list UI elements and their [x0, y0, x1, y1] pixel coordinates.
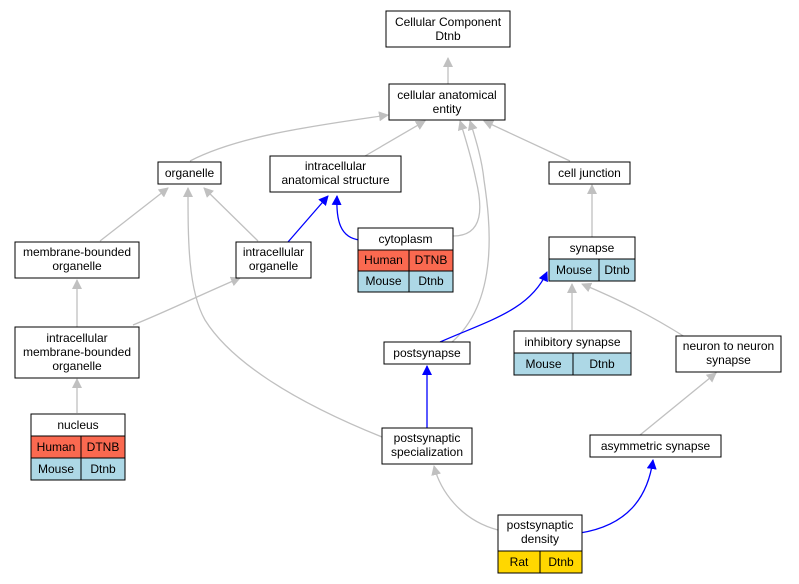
- node-label: postsynaptic: [394, 431, 461, 445]
- species-mouse: Mouse: [38, 462, 74, 476]
- edge-junction-to-entity: [483, 120, 571, 162]
- node-postsynapse[interactable]: postsynapse: [383, 341, 471, 365]
- node-inhibitory-synapse[interactable]: inhibitory synapse Mouse Dtnb: [513, 330, 632, 376]
- node-label: anatomical structure: [281, 173, 389, 187]
- gene-symbol: Dtnb: [418, 274, 444, 288]
- node-label: cellular anatomical: [397, 88, 496, 102]
- edge-cytoplasm-to-entity: [452, 120, 481, 237]
- node-label: intracellular: [46, 331, 107, 345]
- node-label: inhibitory synapse: [524, 335, 620, 349]
- edge-io-to-organelle: [203, 187, 259, 242]
- edge-ias-to-entity: [364, 120, 426, 157]
- edge-imbo-to-io: [132, 276, 241, 326]
- species-mouse: Mouse: [556, 263, 592, 277]
- node-asymmetric-synapse[interactable]: asymmetric synapse: [589, 434, 722, 458]
- edges: [72, 57, 717, 534]
- node-label: postsynaptic: [507, 518, 574, 532]
- edge-pspec-to-organelle: [183, 187, 383, 438]
- node-synapse[interactable]: synapse Mouse Dtnb: [548, 236, 636, 282]
- node-label: neuron to neuron: [683, 339, 774, 353]
- edge-psd-to-pspec: [431, 465, 499, 531]
- edge-postsynapse-to-entity: [451, 120, 490, 343]
- node-cellular-anatomical-entity[interactable]: cellular anatomical entity: [388, 83, 506, 121]
- node-organelle[interactable]: organelle: [157, 161, 222, 185]
- node-intracellular-organelle[interactable]: intracellular organelle: [235, 241, 312, 279]
- node-label: organelle: [165, 166, 215, 180]
- gene-symbol: DTNB: [415, 253, 448, 267]
- node-label: membrane-bounded: [23, 245, 131, 259]
- gene-symbol: Dtnb: [90, 462, 116, 476]
- edge-psd-to-asym[interactable]: [579, 459, 657, 534]
- edge-organelle-to-entity: [189, 111, 389, 162]
- species-mouse: Mouse: [365, 274, 401, 288]
- node-postsynaptic-density[interactable]: postsynaptic density Rat Dtnb: [497, 514, 583, 574]
- gene-symbol: Dtnb: [548, 555, 574, 569]
- node-label: density: [521, 532, 559, 546]
- edge-io-to-ias[interactable]: [287, 195, 329, 243]
- edge-mbo-to-organelle: [99, 187, 169, 242]
- node-label: intracellular: [305, 159, 366, 173]
- node-label: specialization: [391, 445, 463, 459]
- node-membrane-bounded-organelle[interactable]: membrane-bounded organelle: [14, 241, 140, 279]
- node-label: synapse: [570, 241, 615, 255]
- node-label: Cellular Component: [395, 15, 502, 29]
- node-cellular-component[interactable]: Cellular Component Dtnb: [385, 10, 511, 48]
- node-label: asymmetric synapse: [601, 439, 711, 453]
- node-label: postsynapse: [393, 346, 461, 360]
- node-nucleus[interactable]: nucleus Human DTNB Mouse Dtnb: [30, 413, 126, 481]
- node-label: nucleus: [57, 418, 98, 432]
- node-cell-junction[interactable]: cell junction: [548, 161, 631, 185]
- edge-postsynapse-to-synapse[interactable]: [439, 271, 548, 343]
- node-label: organelle: [52, 259, 102, 273]
- node-label: Dtnb: [435, 29, 461, 43]
- edge-cytoplasm-to-ias[interactable]: [331, 195, 361, 241]
- node-label: cell junction: [558, 166, 621, 180]
- node-label: entity: [433, 102, 462, 116]
- node-cytoplasm[interactable]: cytoplasm Human DTNB Mouse Dtnb: [357, 227, 454, 293]
- gene-symbol: Dtnb: [604, 263, 630, 277]
- gene-symbol: Dtnb: [589, 357, 615, 371]
- species-rat: Rat: [510, 555, 529, 569]
- edge-n2n-to-synapse: [581, 282, 686, 338]
- edge-asym-to-n2n: [639, 372, 717, 436]
- node-label: cytoplasm: [378, 232, 432, 246]
- node-neuron-to-neuron-synapse[interactable]: neuron to neuron synapse: [675, 335, 782, 373]
- node-label: synapse: [706, 353, 751, 367]
- node-intracellular-anatomical-structure[interactable]: intracellular anatomical structure: [269, 155, 402, 193]
- species-mouse: Mouse: [525, 357, 561, 371]
- node-label: intracellular: [243, 245, 304, 259]
- gene-symbol: DTNB: [87, 440, 120, 454]
- node-label: organelle: [52, 359, 102, 373]
- node-intracellular-membrane-bounded-organelle[interactable]: intracellular membrane-bounded organelle: [14, 326, 140, 379]
- node-postsynaptic-specialization[interactable]: postsynaptic specialization: [381, 427, 473, 465]
- species-human: Human: [37, 440, 76, 454]
- species-human: Human: [364, 253, 403, 267]
- node-label: organelle: [249, 259, 299, 273]
- node-label: membrane-bounded: [23, 345, 131, 359]
